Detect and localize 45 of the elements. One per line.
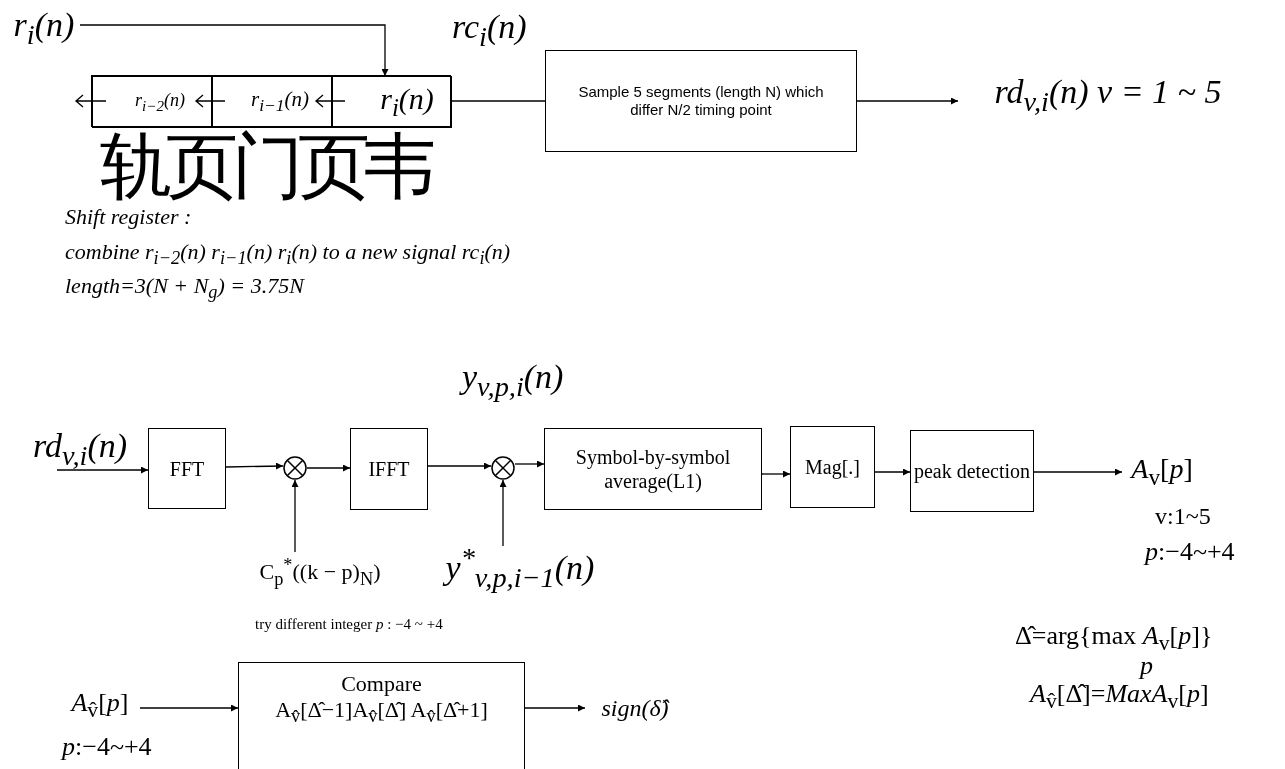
block-box: Sample 5 segments (length N) which differ N/2 timing point bbox=[545, 50, 857, 152]
signal-label: A$_{v̂}$[p] bbox=[71, 688, 129, 724]
block-box: Symbol-by-symbol average(L1) bbox=[544, 428, 762, 510]
register-cell: r$_{i}$(n) bbox=[332, 76, 452, 128]
block-box: Compare A$_{v̂}$[Δ̂−1]A$_{v̂}$[Δ̂] A$_{v̂}$[Δ̂+1] bbox=[238, 662, 525, 769]
range-note: p:−4~+4 bbox=[62, 733, 152, 762]
range-note: p:−4~+4 bbox=[1145, 538, 1235, 567]
arrow bbox=[195, 94, 226, 108]
signal-label: sign(δ̂) bbox=[601, 694, 669, 722]
block-box: Mag[.] bbox=[790, 426, 875, 508]
arrow bbox=[499, 479, 507, 547]
arrow bbox=[427, 462, 492, 470]
note-text: A$_{v̂}$[Δ̂]=MaxA$_{v}$[p] bbox=[1030, 680, 1209, 714]
arrow bbox=[1033, 468, 1123, 476]
arrow bbox=[524, 704, 586, 712]
note-text: try different integer p : −4 ~ +4 bbox=[255, 616, 443, 633]
arrow bbox=[291, 479, 299, 553]
arrow bbox=[874, 468, 911, 476]
arrow bbox=[761, 470, 791, 478]
arrow bbox=[225, 462, 284, 470]
arrow bbox=[315, 94, 346, 108]
signal-label: rd$_{v,i}$(n) bbox=[32, 426, 128, 472]
shift-register bbox=[91, 75, 451, 127]
signal-label: C$_{p}$$^{*}$((k − p)$_{N}$) bbox=[259, 554, 381, 590]
block-box: IFFT bbox=[350, 428, 428, 510]
arrow bbox=[306, 464, 351, 472]
arrow bbox=[75, 94, 107, 108]
arrow bbox=[56, 466, 149, 474]
glyph-text: 轨页门页韦 bbox=[100, 130, 430, 202]
arrow bbox=[856, 97, 959, 105]
register-cell: r$_{i−1}$(n) bbox=[212, 76, 332, 128]
block-box: FFT bbox=[148, 428, 226, 509]
arrow bbox=[79, 24, 389, 77]
note-text: combine r$_{i−2}$(n) r$_{i−1}$(n) r$_{i}$(n) to a new signal rc$_{i}$(n) bbox=[65, 240, 511, 269]
signal-label: rd$_{v,i}$(n) v = 1 ~ 5 bbox=[994, 72, 1222, 118]
note-text: length=3(N + N$_{g}$) = 3.75N bbox=[65, 274, 304, 303]
signal-label: r$_{i}$(n) bbox=[13, 5, 75, 51]
note-text: Shift register : bbox=[65, 205, 192, 230]
block-box: peak detection bbox=[910, 430, 1034, 512]
register-cell: r$_{i−2}$(n) bbox=[92, 76, 212, 128]
range-note: v:1~5 bbox=[1155, 503, 1211, 530]
connector-line bbox=[450, 100, 546, 102]
arrow bbox=[139, 704, 239, 712]
arrow bbox=[514, 460, 545, 468]
signal-label: A$_{v}$[p] bbox=[1131, 453, 1193, 491]
